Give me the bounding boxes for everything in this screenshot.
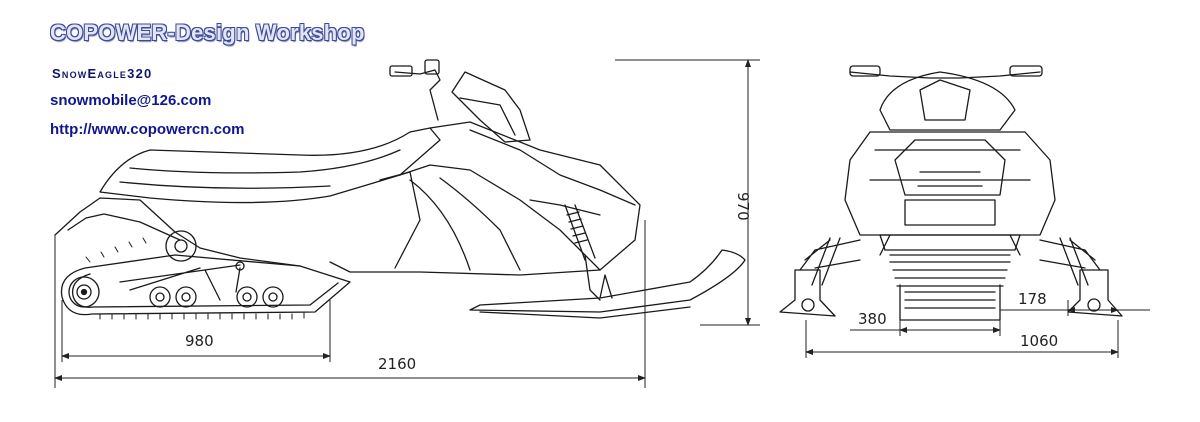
- label-1060: 1060: [1020, 332, 1058, 350]
- front-view: [779, 65, 1123, 321]
- handlebar: [394, 69, 441, 121]
- seat: [99, 127, 441, 204]
- dimension-lines: [54, 59, 1150, 388]
- contact-email[interactable]: snowmobile@126.com: [50, 92, 212, 109]
- right-ski-front: [1067, 269, 1123, 317]
- tunnel: [54, 197, 301, 267]
- front-body: [844, 131, 1056, 236]
- right-a-arm: [1039, 239, 1101, 271]
- front-track: [899, 284, 1001, 321]
- header-block: COPOWER-Design Workshop SnowEagle320 sno…: [0, 0, 400, 150]
- front-grille: [879, 234, 1021, 251]
- left-a-arm: [799, 239, 861, 271]
- track-lugs: [85, 237, 305, 320]
- front-windshield: [879, 71, 1016, 131]
- front-handlebar: [849, 71, 1041, 79]
- label-970: 970: [734, 192, 752, 221]
- windshield: [451, 71, 531, 143]
- idler-wheels: [68, 230, 284, 308]
- workshop-title: COPOWER-Design Workshop: [50, 20, 365, 45]
- left-ski-front: [779, 269, 836, 317]
- label-380: 380: [858, 310, 887, 328]
- label-178: 178: [1018, 290, 1047, 308]
- label-2160: 2160: [378, 355, 416, 373]
- side-view: [54, 59, 746, 320]
- label-980: 980: [185, 332, 214, 350]
- hood: [329, 121, 641, 276]
- website-link[interactable]: http://www.copowercn.com: [50, 121, 245, 138]
- track-belt: [60, 254, 351, 316]
- front-ski: [469, 249, 746, 313]
- model-name: SnowEagle320: [52, 66, 153, 81]
